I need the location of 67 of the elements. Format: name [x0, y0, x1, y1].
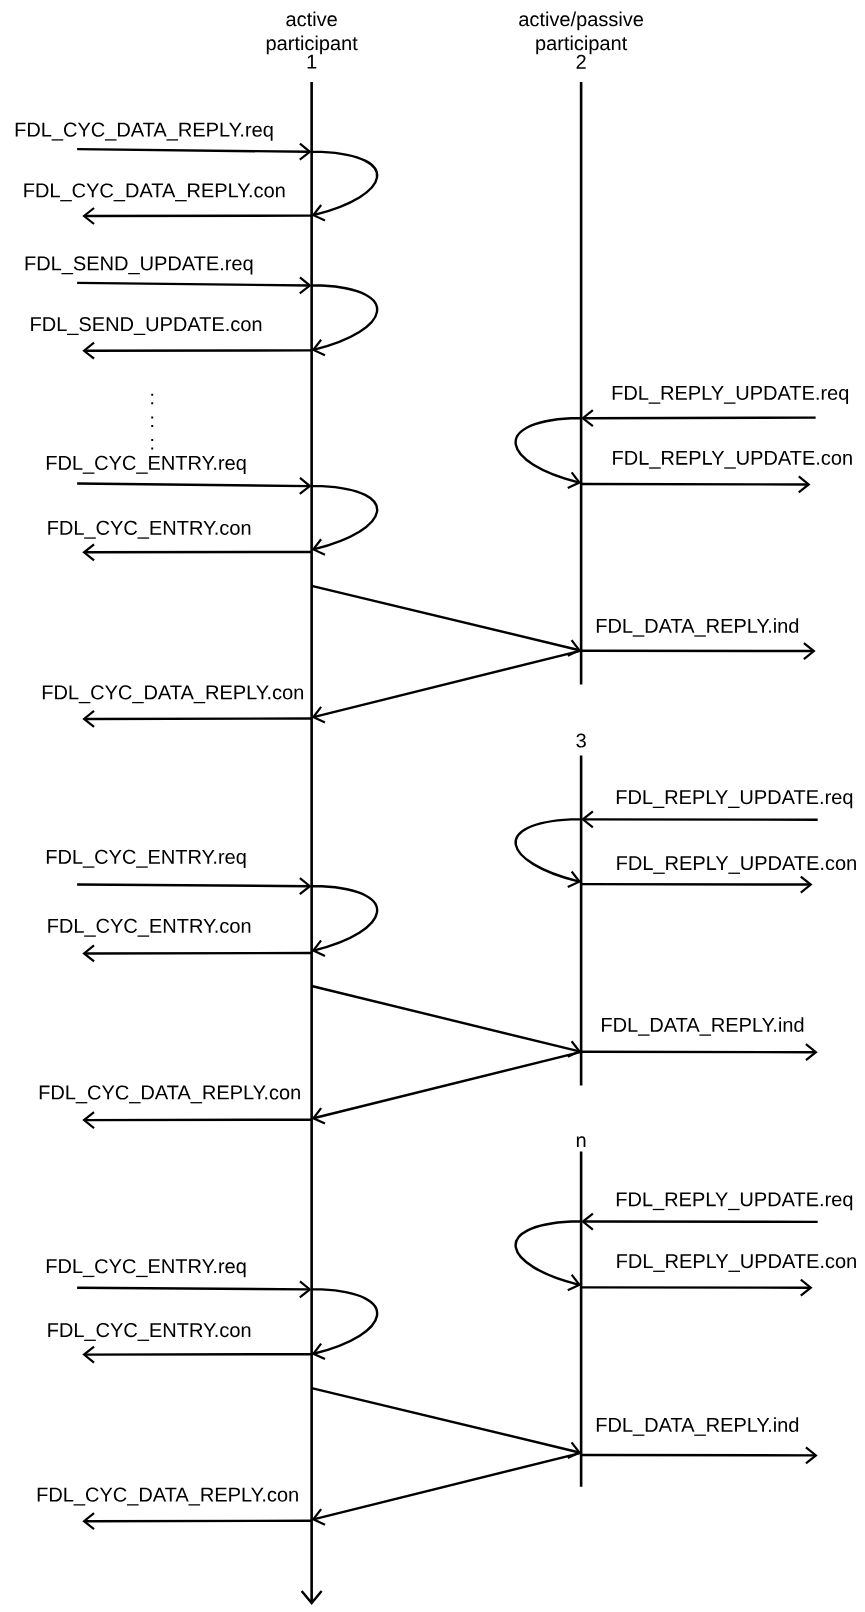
edge-label: FDL_REPLY_UPDATE.req	[612, 386, 849, 404]
arrow	[311, 649, 582, 724]
arrow	[311, 584, 582, 657]
arrow	[77, 142, 312, 161]
arrow	[82, 341, 312, 360]
arrow	[311, 1050, 582, 1125]
arrow	[82, 1345, 312, 1364]
arrow	[82, 944, 312, 963]
self-loop-arrow	[514, 818, 582, 888]
participant-label: 1	[307, 54, 317, 69]
edge-label: FDL_REPLY_UPDATE.req	[616, 790, 853, 809]
edge-label: FDL_CYC_ENTRY.con	[48, 520, 251, 539]
participant-label: active participant	[266, 11, 358, 55]
edge-label: FDL_CYC_ENTRY.con	[48, 918, 251, 937]
self-loop-arrow	[311, 885, 378, 957]
arrow	[82, 1512, 312, 1531]
arrow	[581, 642, 816, 660]
arrow	[77, 877, 312, 895]
edge-label: FDL_CYC_DATA_REPLY.con	[24, 183, 285, 202]
arrow	[311, 1451, 582, 1526]
self-loop-arrow	[311, 1288, 378, 1361]
participant-label: 3	[576, 733, 586, 748]
edge-label: FDL_SEND_UPDATE.con	[31, 317, 262, 336]
arrow	[581, 1278, 813, 1297]
self-loop-arrow	[311, 150, 378, 222]
participant-label: active/passive participant	[519, 11, 643, 55]
arrow	[82, 710, 312, 728]
participant-label: 2	[576, 54, 586, 69]
arrow	[82, 543, 312, 562]
ellipsis-dot: :	[151, 393, 154, 405]
self-loop-arrow	[514, 1220, 582, 1292]
arrow	[581, 409, 816, 428]
edge-label: FDL_CYC_DATA_REPLY.con	[42, 685, 303, 704]
edge-label: FDL_DATA_REPLY.ind	[596, 618, 799, 637]
self-loop-arrow	[514, 417, 582, 489]
edge-label: FDL_REPLY_UPDATE.con	[617, 1254, 856, 1272]
edge-label: FDL_CYC_ENTRY.con	[48, 1323, 251, 1341]
arrow	[581, 1446, 818, 1465]
arrow	[581, 875, 813, 894]
edge-label: FDL_CYC_ENTRY.req	[46, 1259, 246, 1278]
arrow	[311, 1386, 582, 1459]
edge-label: FDL_REPLY_UPDATE.con	[613, 450, 852, 469]
edge-label: FDL_DATA_REPLY.ind	[602, 1017, 804, 1036]
edge-label: FDL_CYC_DATA_REPLY.con	[37, 1487, 298, 1506]
arrow	[581, 475, 811, 494]
edge-label: FDL_DATA_REPLY.ind	[596, 1417, 799, 1436]
arrow	[581, 1043, 818, 1062]
edge-label: FDL_REPLY_UPDATE.con	[617, 856, 856, 874]
arrow	[581, 810, 818, 829]
ellipsis-dot: :	[151, 416, 154, 427]
edge-label: FDL_REPLY_UPDATE.req	[616, 1192, 853, 1211]
arrow	[77, 1280, 312, 1299]
edge-label: FDL_CYC_DATA_REPLY.req	[15, 122, 273, 141]
arrow	[581, 1212, 818, 1231]
arrow	[82, 207, 312, 225]
arrow	[77, 276, 312, 295]
participant-label: n	[576, 1136, 586, 1148]
arrow	[77, 477, 312, 495]
edge-label: FDL_CYC_ENTRY.req	[46, 455, 246, 474]
arrow	[82, 1111, 312, 1129]
self-loop-arrow	[311, 284, 378, 357]
arrow	[311, 984, 582, 1058]
edge-label: FDL_SEND_UPDATE.req	[25, 256, 253, 275]
edge-label: FDL_CYC_DATA_REPLY.con	[39, 1085, 300, 1104]
edge-label: FDL_CYC_ENTRY.req	[46, 849, 246, 868]
self-loop-arrow	[311, 484, 378, 556]
ellipsis-dot: :	[151, 439, 154, 450]
